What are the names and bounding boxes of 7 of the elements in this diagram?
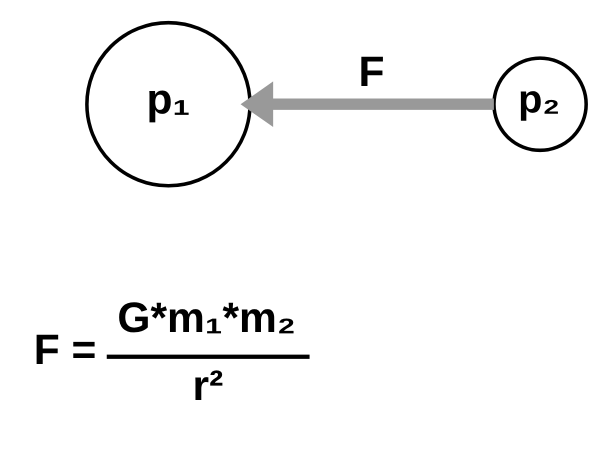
label: G*m₁*m₂ <box>117 293 296 342</box>
node-circle: p₁ <box>85 20 252 188</box>
node-circle: p₂ <box>492 56 588 152</box>
edge-label: F <box>358 47 385 96</box>
arrow <box>240 80 494 127</box>
label: r² <box>192 361 224 410</box>
label: F = <box>34 325 96 374</box>
